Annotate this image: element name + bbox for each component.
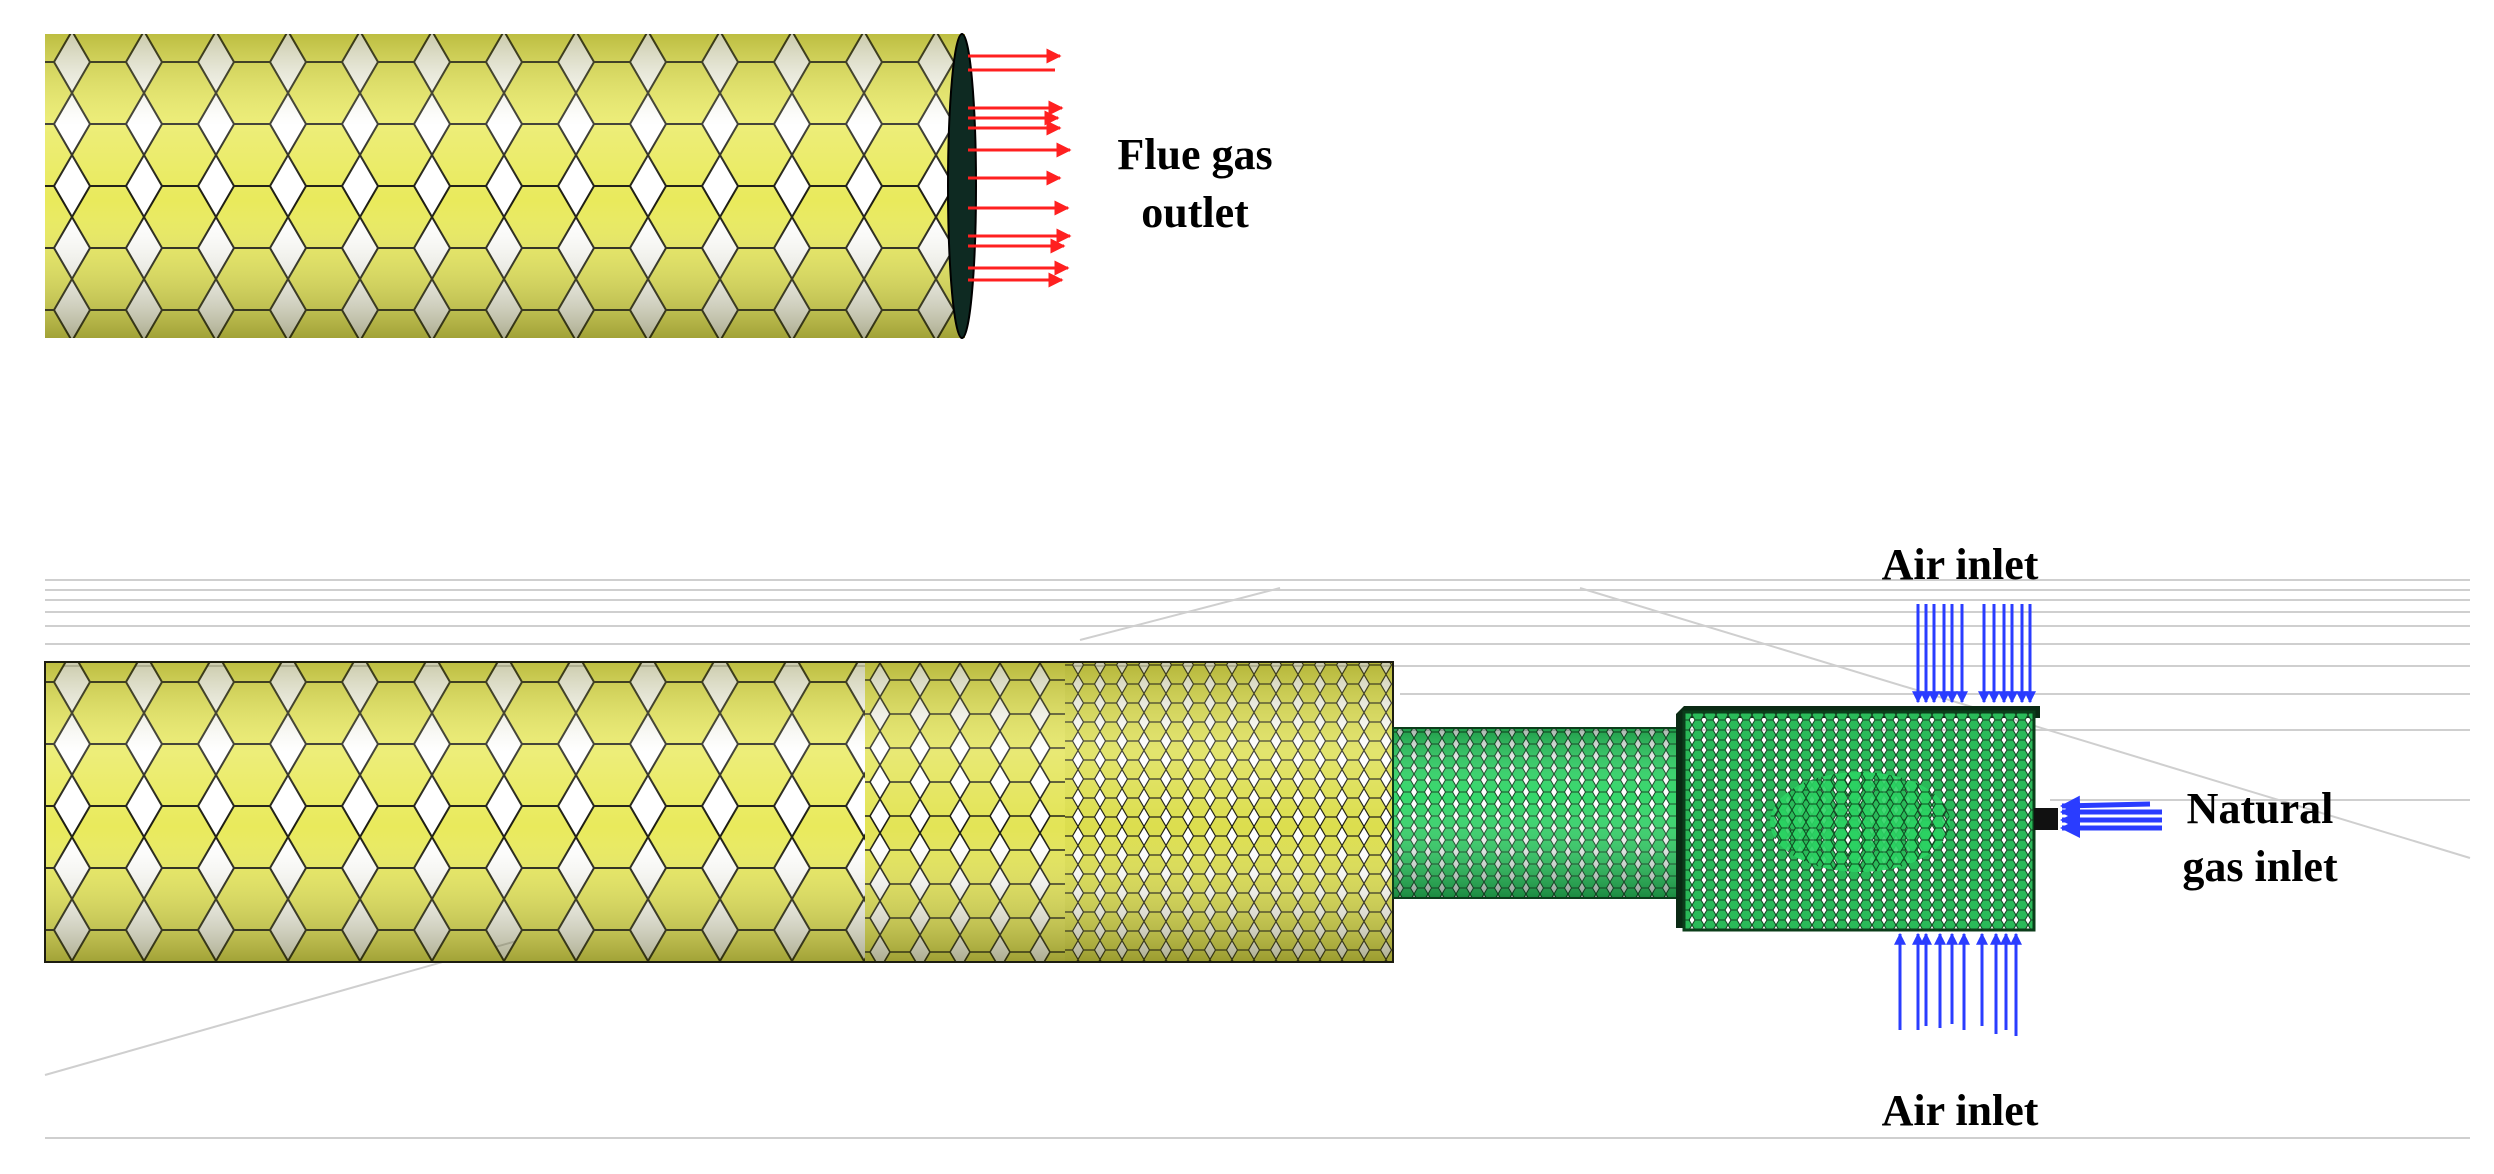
outlet-end-face [947,33,977,339]
flue-gas-label-line1: Flue gas [1117,130,1273,179]
natural-gas-inlet-label: Natural gas inlet [2130,780,2390,896]
floor-grid [44,579,2471,1139]
air-inlet-bottom-label: Air inlet [1881,1086,2039,1135]
air-inlet-top-label: Air inlet [1881,540,2039,589]
air-inlet-bottom-arrows [1894,932,2022,1036]
furnace-section [44,661,1394,963]
natural-gas-label-line2: gas inlet [2182,842,2338,891]
flue-gas-label-line2: outlet [1141,188,1249,237]
outlet-section [45,33,1072,339]
outlet-arrows [968,48,1072,288]
burner-box [1676,706,2058,932]
natural-gas-arrows [2060,795,2162,838]
natural-gas-label-line1: Natural [2186,784,2334,833]
outlet-cylinder-shading [45,34,965,338]
air-inlet-top-arrows [1912,604,2036,704]
furnace-shading [45,662,1393,962]
burner-throat [1392,727,1684,899]
natural-gas-nozzle [2034,808,2058,830]
flue-gas-outlet-label: Flue gas outlet [1080,126,1310,242]
